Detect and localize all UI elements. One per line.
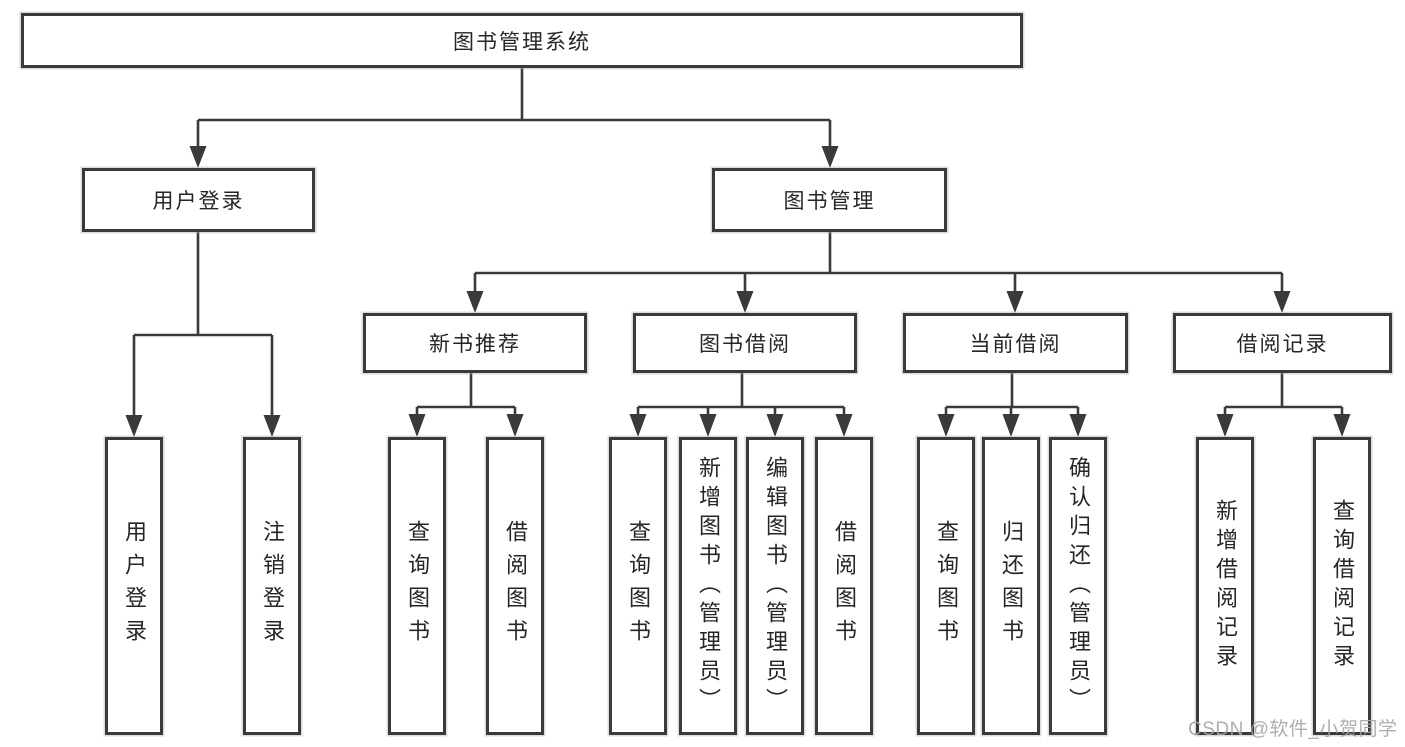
csdn-watermark: CSDN @软件_小贺同学 [1188,719,1398,740]
leaf-add-borrow-record: 新增借阅记录 [1196,437,1254,735]
node-book-borrow: 图书借阅 [633,313,857,373]
node-book-management: 图书管理 [712,168,947,232]
leaf-logout: 注销登录 [243,437,301,735]
leaf-borrow-books-recommend: 借阅图书 [486,437,544,735]
leaf-query-borrow-record: 查询借阅记录 [1313,437,1371,735]
leaf-query-books-current: 查询图书 [917,437,975,735]
node-borrow-records: 借阅记录 [1173,313,1392,373]
leaf-confirm-return-admin: 确认归还（管理员） [1049,437,1107,735]
leaf-edit-book-admin: 编辑图书（管理员） [746,437,804,735]
node-current-borrow: 当前借阅 [903,313,1128,373]
leaf-user-login: 用户登录 [105,437,163,735]
node-root-system: 图书管理系统 [21,13,1023,68]
node-user-login: 用户登录 [82,168,315,232]
leaf-query-books-borrow: 查询图书 [609,437,667,735]
leaf-add-book-admin: 新增图书（管理员） [679,437,737,735]
leaf-query-books-recommend: 查询图书 [388,437,446,735]
leaf-borrow-books: 借阅图书 [815,437,873,735]
node-new-book-recommend: 新书推荐 [363,313,587,373]
leaf-return-books: 归还图书 [982,437,1040,735]
